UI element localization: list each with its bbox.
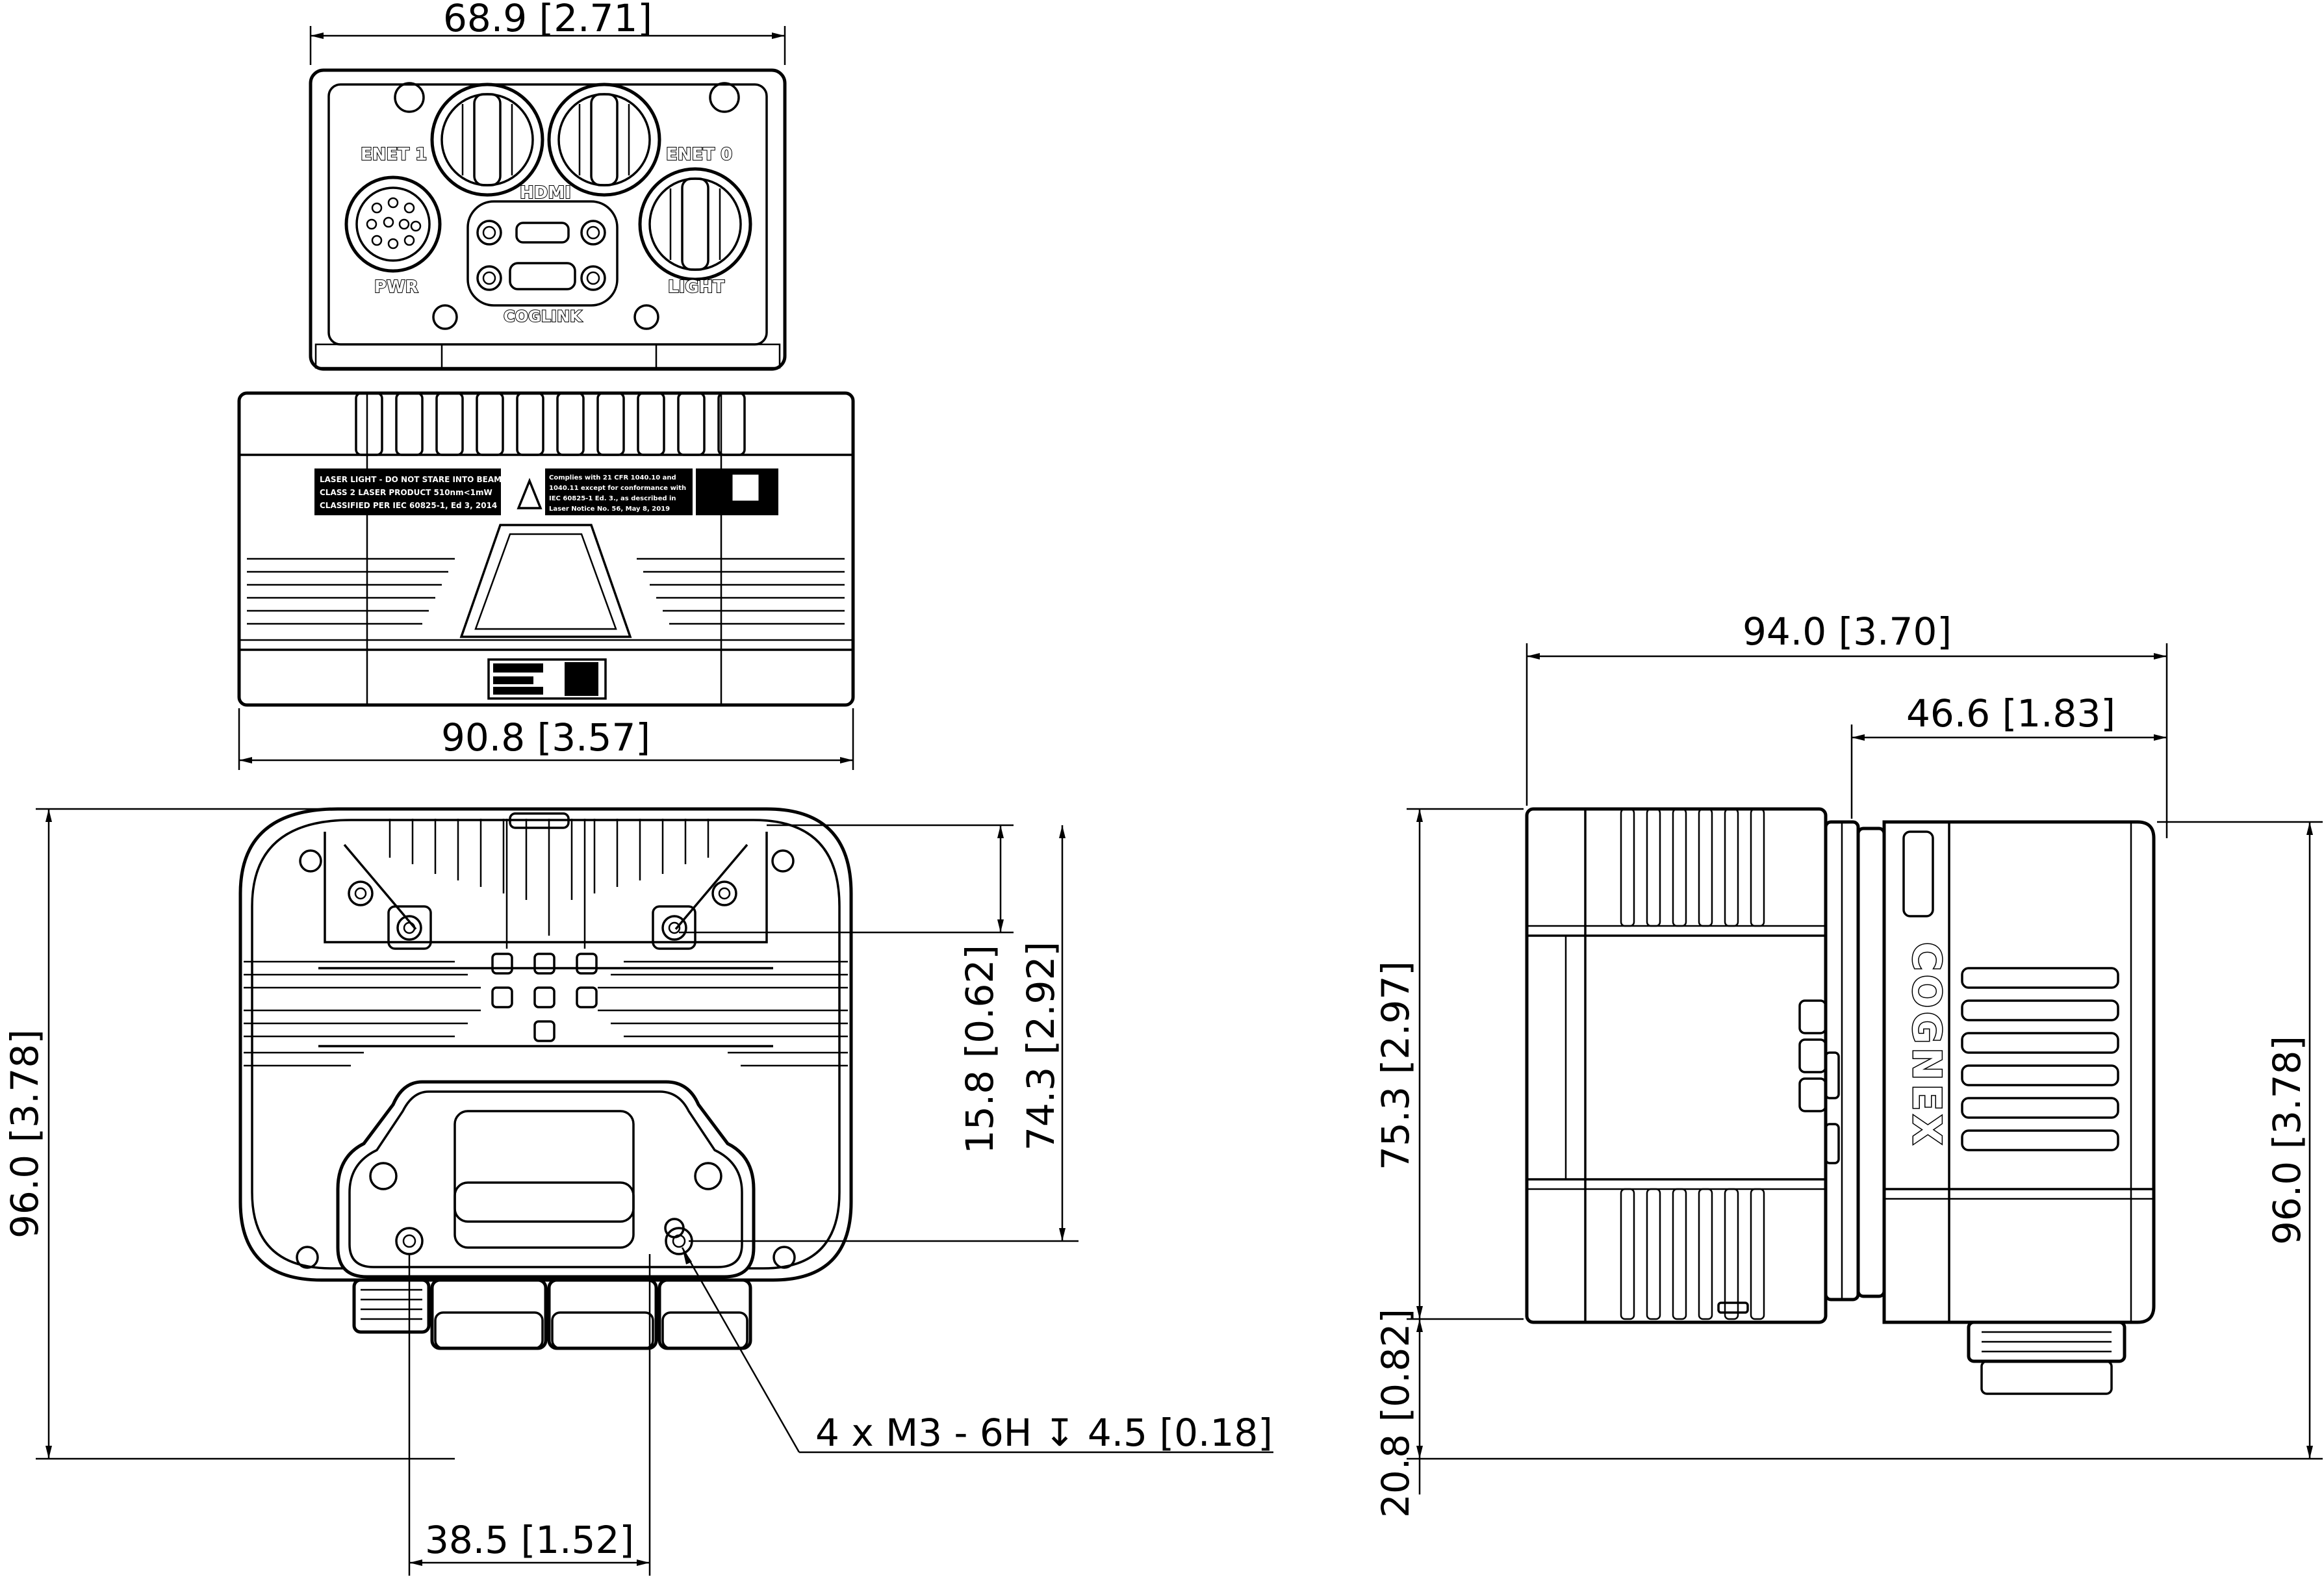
dim-side-height: 96.0 [3.78] bbox=[2157, 821, 2323, 1459]
label-pwr: PWR bbox=[374, 277, 418, 297]
top-view: ENET 1 ENET 0 HDMI PWR LIGHT COGLINK bbox=[237, 0, 855, 770]
hdmi-coglink-ports bbox=[466, 200, 619, 307]
dim-body-width: 90.8 [3.57] bbox=[238, 708, 854, 770]
label-light: LIGHT bbox=[668, 277, 724, 297]
dim-side-front-height: 75.3 [2.97] bbox=[1373, 808, 1524, 1320]
svg-text:LASER LIGHT - DO NOT STARE INT: LASER LIGHT - DO NOT STARE INTO BEAM bbox=[320, 475, 502, 484]
svg-text:75.3 [2.97]: 75.3 [2.97] bbox=[1373, 961, 1418, 1170]
dim-hole-offset: 15.8 [0.62] bbox=[679, 824, 1014, 1154]
connector-plate bbox=[309, 68, 787, 371]
compliance-label: Complies with 21 CFR 1040.10 and 1040.11… bbox=[545, 468, 693, 515]
hdmi-connector bbox=[547, 83, 661, 197]
svg-text:74.3 [2.92]: 74.3 [2.92] bbox=[1019, 942, 1063, 1151]
side-view: COGNEX 94.0 [3.70] 46.6 [1.83] 75.3 [2.9… bbox=[1373, 609, 2323, 1518]
rear-body bbox=[1882, 820, 2156, 1324]
bottom-connectors bbox=[352, 1278, 752, 1350]
side-bottom-connector bbox=[1967, 1320, 2126, 1395]
dim-hole-spacing: 74.3 [2.92] bbox=[689, 825, 1079, 1242]
svg-text:46.6 [1.83]: 46.6 [1.83] bbox=[1906, 691, 2115, 736]
dim-front-height: 96.0 [3.78] bbox=[3, 808, 455, 1460]
svg-text:20.8 [0.82]: 20.8 [0.82] bbox=[1373, 1309, 1418, 1518]
svg-text:68.9 [2.71]: 68.9 [2.71] bbox=[443, 0, 652, 40]
serial-label bbox=[487, 658, 607, 700]
svg-text:94.0 [3.70]: 94.0 [3.70] bbox=[1743, 609, 1952, 654]
label-enet0: ENET 0 bbox=[666, 145, 732, 164]
dim-side-rear-depth: 46.6 [1.83] bbox=[1850, 691, 2167, 819]
brand-logo: COGNEX bbox=[1904, 942, 1949, 1149]
label-coglink: COGLINK bbox=[504, 307, 583, 326]
svg-text:Laser Notice No. 56, May 8, 20: Laser Notice No. 56, May 8, 2019 bbox=[549, 506, 670, 513]
svg-text:CLASS 2 LASER PRODUCT 510nm<1m: CLASS 2 LASER PRODUCT 510nm<1mW bbox=[320, 488, 492, 497]
thread-callout: 4 x M3 - 6H ↧ 4.5 [0.18] bbox=[681, 1247, 1273, 1455]
label-hdmi: HDMI bbox=[520, 183, 571, 203]
svg-text:1040.11 except for conformance: 1040.11 except for conformance with bbox=[549, 485, 686, 492]
svg-text:15.8 [0.62]: 15.8 [0.62] bbox=[958, 945, 1002, 1154]
dim-side-bottom-height: 20.8 [0.82] bbox=[1373, 1309, 2323, 1518]
label-enet1: ENET 1 bbox=[361, 145, 427, 164]
enet1-connector bbox=[430, 83, 544, 197]
svg-text:CLASSIFIED PER IEC 60825-1, Ed: CLASSIFIED PER IEC 60825-1, Ed 3, 2014 bbox=[320, 501, 497, 510]
dim-side-depth: 94.0 [3.70] bbox=[1526, 609, 2168, 838]
dim-top-width: 68.9 [2.71] bbox=[309, 0, 786, 65]
lens-housing bbox=[1525, 807, 1828, 1324]
pwr-connector bbox=[344, 175, 442, 273]
svg-text:96.0 [3.78]: 96.0 [3.78] bbox=[2265, 1036, 2309, 1245]
svg-text:IEC 60825-1 Ed. 3., as describ: IEC 60825-1 Ed. 3., as described in bbox=[549, 495, 676, 502]
front-view: 96.0 [3.78] 15.8 [0.62] 74.3 [2.92] 4 x … bbox=[3, 807, 1273, 1576]
model-label bbox=[696, 468, 778, 515]
main-body bbox=[237, 391, 855, 707]
cover-plate bbox=[336, 1080, 756, 1279]
dim-hole-width: 38.5 [1.52] bbox=[408, 1254, 651, 1576]
svg-text:96.0 [3.78]: 96.0 [3.78] bbox=[3, 1029, 47, 1238]
light-connector bbox=[638, 167, 752, 281]
svg-text:90.8 [3.57]: 90.8 [3.57] bbox=[441, 715, 650, 760]
svg-text:38.5 [1.52]: 38.5 [1.52] bbox=[425, 1518, 634, 1562]
svg-text:4 x M3 - 6H ↧ 4.5 [0.18]: 4 x M3 - 6H ↧ 4.5 [0.18] bbox=[815, 1411, 1273, 1455]
svg-text:Complies with 21 CFR 1040.10 a: Complies with 21 CFR 1040.10 and bbox=[549, 474, 676, 481]
laser-warning-label: LASER LIGHT - DO NOT STARE INTO BEAM CLA… bbox=[314, 468, 543, 515]
